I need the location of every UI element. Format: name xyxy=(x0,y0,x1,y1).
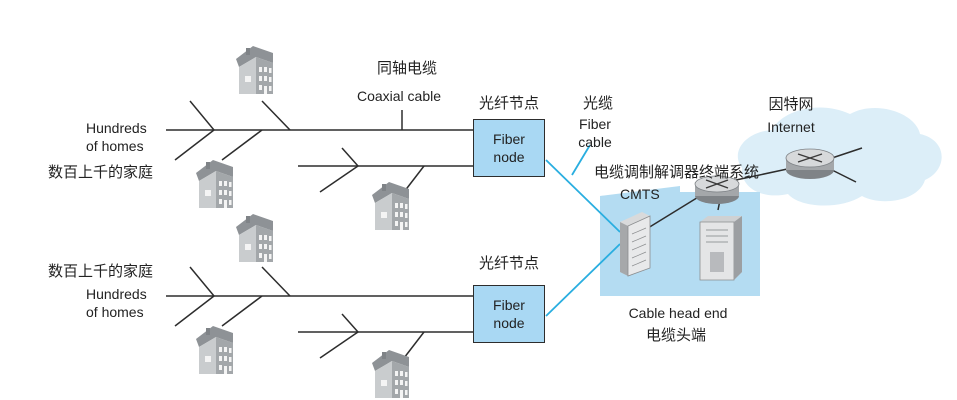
headend-links xyxy=(647,147,863,229)
homes-bottom-label-en-2: of homes xyxy=(86,304,144,320)
house-icon xyxy=(236,214,273,262)
cloud-icon xyxy=(737,107,942,206)
cmts-rack-icon xyxy=(620,212,651,277)
coax-label-en: Coaxial cable xyxy=(356,88,442,104)
fiber-cable-label-cn: 光缆 xyxy=(582,94,614,112)
internet-label-cn: 因特网 xyxy=(768,95,814,113)
house-icon xyxy=(196,160,233,208)
fiber-node-bottom: Fiber node xyxy=(473,285,545,343)
headend-label-cn: 电缆头端 xyxy=(645,326,707,344)
homes-top-label-cn: 数百上千的家庭 xyxy=(48,163,154,181)
headend-label-en: Cable head end xyxy=(628,305,728,321)
top-coax-tree xyxy=(166,100,473,193)
homes-bottom-label-en-1: Hundreds xyxy=(86,286,147,302)
fiber-node-label-cn-bottom: 光纤节点 xyxy=(478,254,540,272)
bottom-coax-tree xyxy=(166,266,473,359)
cmts-label-en: CMTS xyxy=(620,186,660,202)
homes-bottom-label-cn: 数百上千的家庭 xyxy=(48,262,154,280)
fiber-node-label: node xyxy=(493,149,525,165)
router-icon xyxy=(785,148,835,179)
house-icon xyxy=(236,46,273,94)
internet-label-en: Internet xyxy=(767,119,815,135)
fiber-cables xyxy=(545,144,621,317)
house-icon xyxy=(372,182,409,230)
house-icon xyxy=(372,350,409,398)
fiber-node-top: Fiber node xyxy=(473,119,545,177)
fiber-cable-label-en-2: cable xyxy=(578,134,612,150)
fiber-node-label: node xyxy=(493,315,525,331)
house-icon xyxy=(196,326,233,374)
server-icon xyxy=(699,216,742,281)
fiber-node-label: Fiber xyxy=(493,297,525,313)
coax-label-cn: 同轴电缆 xyxy=(376,59,438,77)
fiber-node-label-cn-top: 光纤节点 xyxy=(478,94,540,112)
fiber-cable-label-en-1: Fiber xyxy=(579,116,611,132)
cmts-label-cn: 电缆调制解调器终端系统 xyxy=(594,163,760,181)
homes-top-label-en-2: of homes xyxy=(86,138,144,154)
homes-top-label-en-1: Hundreds xyxy=(86,120,147,136)
router-icon xyxy=(694,175,740,204)
fiber-node-label: Fiber xyxy=(493,131,525,147)
